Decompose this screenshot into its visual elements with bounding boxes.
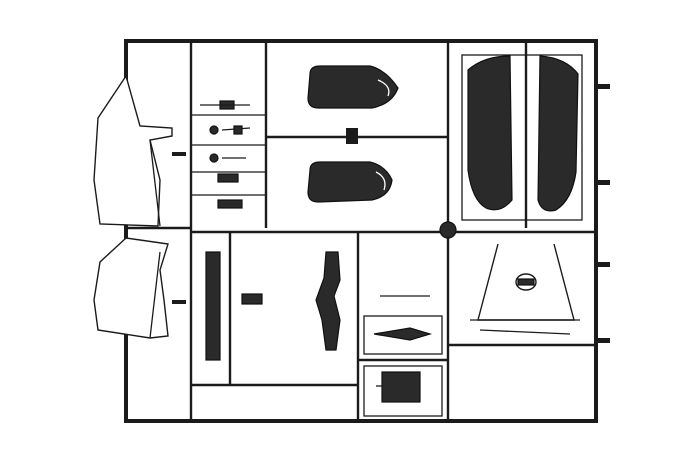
- door-panel-left: [467, 55, 513, 211]
- engine-block-shape: [381, 371, 421, 403]
- seat-lower: [307, 161, 393, 203]
- seat-lower-detail: [375, 171, 386, 191]
- steering-column-shape: [205, 251, 221, 361]
- body-panel-lower: [93, 237, 186, 339]
- gate-lower: [172, 300, 186, 304]
- small-part-6: [217, 199, 243, 209]
- dashboard-shape: [315, 251, 341, 351]
- small-part-4: [209, 153, 219, 163]
- seat-sprue-gate: [346, 128, 358, 144]
- door-cell-frame: [461, 54, 583, 221]
- wheel-fork-axle: [517, 278, 535, 286]
- door-panel-right: [537, 55, 579, 212]
- body-panel-lower-edge: [149, 251, 161, 339]
- edge-pins: [596, 84, 610, 343]
- seat-upper-shape: [307, 65, 399, 109]
- seat-upper-detail: [377, 79, 390, 97]
- engine-cell-frame: [363, 365, 443, 417]
- wheel-fork-rail: [479, 329, 571, 335]
- seat-upper: [307, 65, 399, 109]
- small-part-3: [233, 125, 243, 135]
- body-panel-upper-edge: [149, 139, 161, 227]
- edge-pin-3: [596, 262, 610, 267]
- lower-small-parts: [373, 295, 433, 341]
- wheel-fork: [470, 243, 580, 335]
- lower-lever: [373, 327, 433, 341]
- seat-lower-shape: [307, 161, 393, 203]
- gate-upper: [172, 152, 186, 156]
- column-clip: [241, 293, 263, 305]
- small-cell-frame: [363, 315, 443, 355]
- door-panel-right-shape: [537, 55, 579, 212]
- engine-block: [376, 371, 421, 403]
- body-panel-upper: [93, 74, 186, 227]
- small-part-5: [217, 173, 239, 183]
- small-parts: [200, 100, 251, 209]
- edge-pin-1: [596, 84, 610, 89]
- door-panel-left-shape: [467, 55, 513, 211]
- body-panel-lower-shape: [93, 237, 169, 339]
- edge-pin-2: [596, 180, 610, 185]
- steering-column: [205, 251, 263, 361]
- body-panel-upper-shape: [93, 74, 173, 227]
- dashboard: [315, 251, 341, 351]
- edge-pin-4: [596, 338, 610, 343]
- sprue-hub: [439, 221, 457, 239]
- sprue-runners: [126, 41, 596, 421]
- small-part-2: [209, 125, 219, 135]
